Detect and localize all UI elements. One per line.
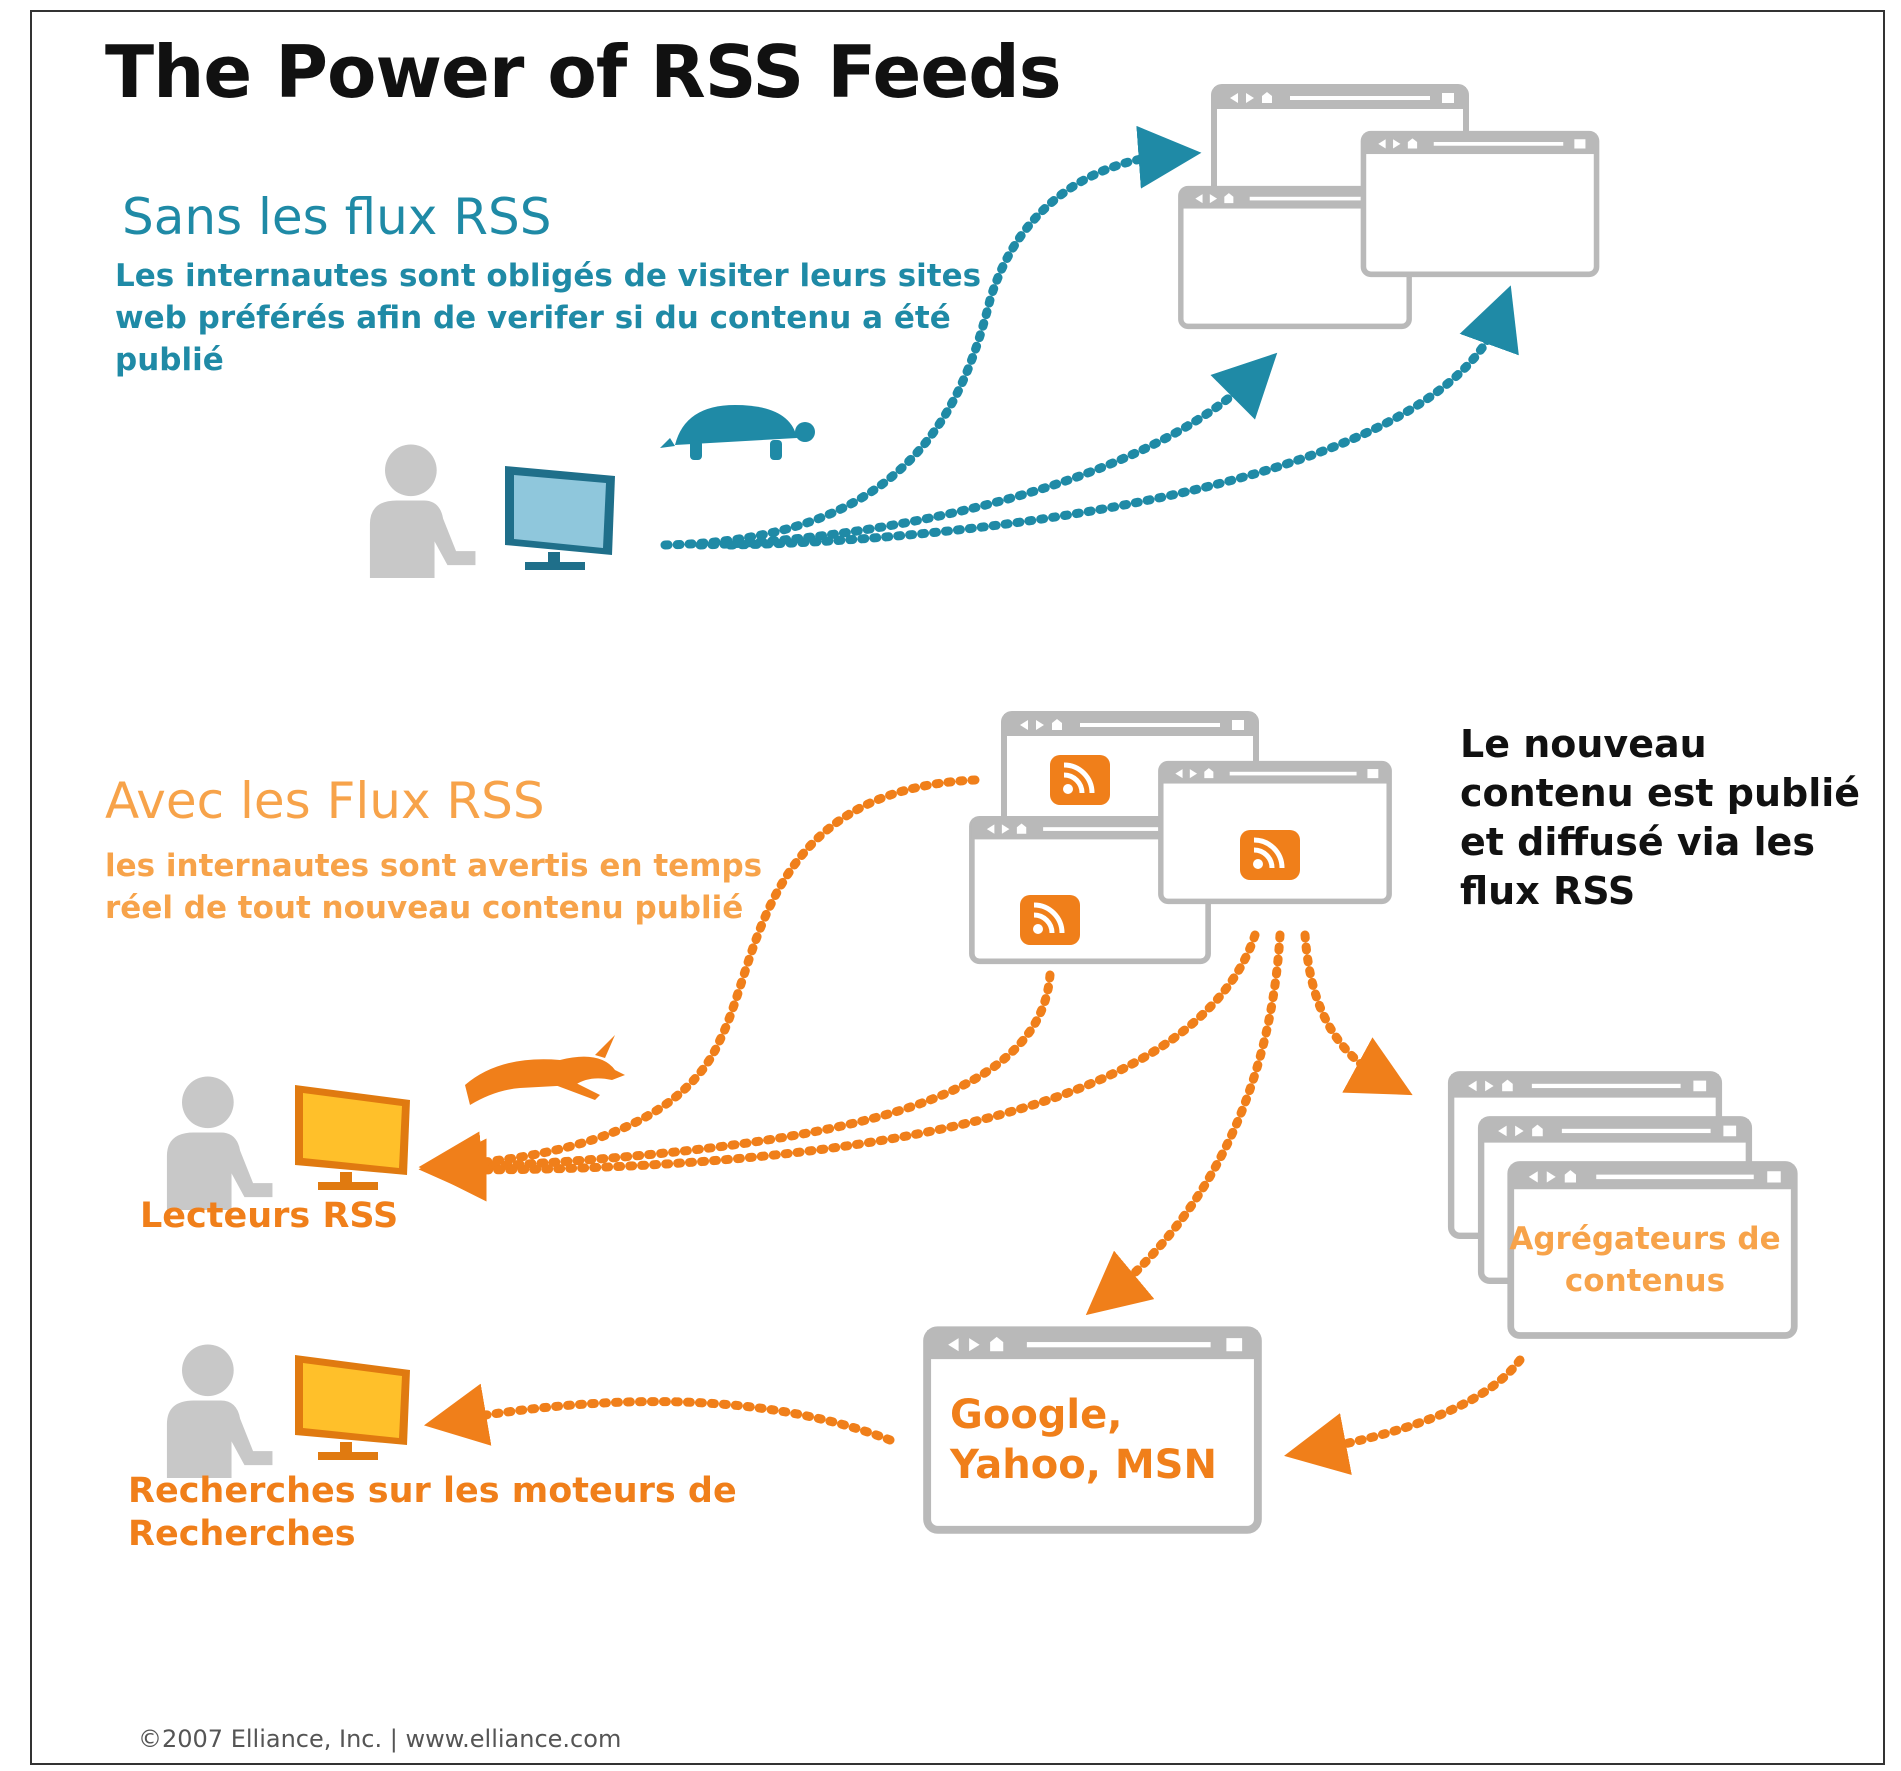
arrow-feed-to-aggregators <box>1300 930 1413 1096</box>
arrow-to-site-1 <box>660 125 1202 550</box>
without-rss-description: Les internautes sont obligés de visiter … <box>115 258 982 378</box>
diagram-frame <box>30 10 1885 1765</box>
arrow-feed-to-search-engines <box>1085 930 1285 1316</box>
with-rss-heading: Avec les Flux RSS <box>105 772 545 830</box>
with-rss-description: les internautes sont avertis en temps ré… <box>105 848 763 926</box>
monitor-icon <box>295 1355 410 1460</box>
rss-icon <box>1050 755 1110 805</box>
arrow-feed-to-readers-1 <box>418 775 980 1195</box>
arrow-aggregators-to-search-engines <box>1284 1355 1525 1476</box>
search-users-label: Recherches sur les moteurs de Recherches <box>128 1471 737 1554</box>
search-engines-label: Google, Yahoo, MSN <box>950 1392 1217 1488</box>
page-title: The Power of RSS Feeds <box>105 30 1062 114</box>
aggregators-label: Agrégateurs de contenus <box>1509 1221 1781 1299</box>
monitor-icon <box>295 1085 410 1190</box>
without-rss-heading: Sans les flux RSS <box>122 188 552 246</box>
person-icon <box>166 1344 273 1478</box>
person-icon <box>166 1076 273 1210</box>
arrow-to-site-3 <box>725 285 1519 550</box>
browser-window-icon <box>1181 87 1597 326</box>
arrow-feed-to-readers-3 <box>423 930 1260 1202</box>
arrow-to-site-2 <box>695 352 1278 550</box>
arrow-feed-to-readers-2 <box>418 970 1055 1199</box>
turtle-icon <box>660 405 815 460</box>
monitor-icon <box>505 466 615 570</box>
rss-icon <box>1240 830 1300 880</box>
rabbit-icon <box>465 1035 625 1105</box>
copyright-footer: ©2007 Elliance, Inc. | www.elliance.com <box>138 1725 622 1753</box>
publication-note: Le nouveau contenu est publié et diffusé… <box>1460 722 1861 913</box>
person-icon <box>369 444 476 578</box>
rss-readers-label: Lecteurs RSS <box>140 1196 399 1236</box>
rss-icon <box>1020 895 1080 945</box>
arrow-search-engines-to-users <box>423 1383 895 1446</box>
